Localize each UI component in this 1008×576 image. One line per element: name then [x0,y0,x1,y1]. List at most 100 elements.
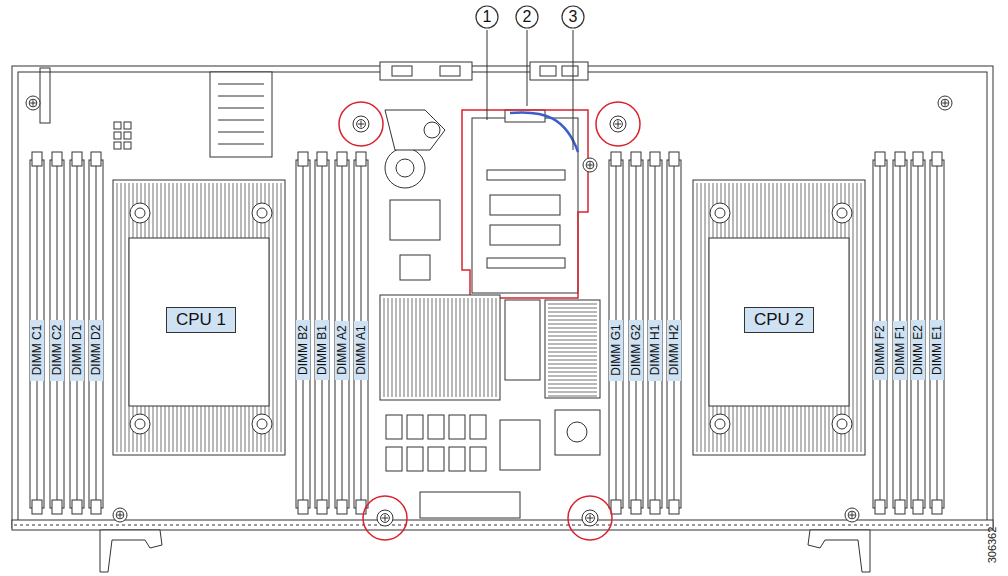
component-line [218,108,264,109]
dimm-clip [32,500,42,514]
label-text: DIMM B1 [316,325,329,375]
memory-chip [470,447,486,471]
fan-hub [385,148,425,188]
screw [610,116,626,132]
dimm-clip [298,152,308,166]
dimm-clip [895,152,905,166]
dimm-clip [631,152,641,166]
memory-chip [386,447,402,471]
heatsink-screw-head [837,208,847,218]
dimm-clip [611,500,621,514]
label-text: DIMM C1 [31,325,44,376]
heatsink-fin [853,183,854,452]
callout-ring [476,6,498,28]
heatsink-screw [252,414,272,434]
component-line [218,84,264,85]
dimm-label: DIMM D2 [89,320,103,381]
highlight-circle [596,102,640,146]
heatsink-screw [710,203,730,223]
dimm-slot [30,160,44,508]
label-text: DIMM G1 [610,324,623,375]
heatsink-fin [548,340,597,341]
dimm-label: DIMM A2 [335,321,349,380]
label-text: DIMM H2 [668,325,681,376]
memory-chip [407,415,423,439]
component-line [218,96,264,97]
heatsink-fin [472,298,473,397]
heatsink-fin [444,298,445,397]
label-text: 3 [569,8,578,26]
dimm-slot [89,160,103,508]
leader-line [487,30,488,120]
label-text: 1 [483,8,492,26]
dimm-clip [631,500,641,514]
heatsink-fin [548,376,597,377]
dimm-label: DIMM D1 [70,320,84,381]
dimm-clip [32,152,42,166]
label-text: CPU 2 [754,310,804,329]
highlight-circle [363,496,407,540]
heatsink-fin [408,298,409,397]
heatsink-fin [281,183,282,452]
dimm-clip [317,500,327,514]
screw-slot [590,515,591,521]
heatsink-screw-head [715,208,725,218]
dimm-label: DIMM G1 [609,320,623,381]
dimm-clip [91,152,101,166]
board-drawing [12,30,993,572]
label-text: CPU 1 [176,310,226,329]
card-label [487,170,565,180]
heatsink-fin [548,304,597,305]
screw-head [357,120,366,129]
heatsink-fin [548,396,597,397]
dimm-slot [50,160,64,508]
heatsink-fin [548,356,597,357]
ejector-lever [100,530,162,572]
heatsink-fin [476,298,477,397]
screw-head [29,99,37,107]
component-line [218,144,264,145]
screw-slot [852,512,853,518]
dimm-label: DIMM E2 [911,320,925,380]
pin-header [114,122,121,129]
heatsink-fin [697,183,698,452]
heatsink-fin [701,183,702,452]
label-text: DIMM C2 [51,325,64,376]
front-rail [12,520,993,530]
callout-ring [516,6,538,28]
heatsink-body [129,238,269,406]
board-outline [12,66,993,528]
heatsink-fin [388,298,389,397]
dimm-label: DIMM F2 [873,321,887,380]
dimm-slot [667,160,681,508]
heatsink-fin [392,298,393,397]
dimm-slot [648,160,662,508]
heatsink-fin [548,380,597,381]
heatsink-fin [548,316,597,317]
top-connector [380,62,472,80]
heatsink-fin [273,183,274,452]
screw-slot [33,100,34,106]
component [567,422,587,442]
heatsink-fin [404,298,405,397]
heatsink-fin [460,298,461,397]
heatsink-fin [384,298,385,397]
heatsink-fin [121,183,122,452]
board-inner-edge [18,72,987,522]
heatsink-screw [832,414,852,434]
callout-number: 3 [561,5,585,29]
dimm-clip [932,152,942,166]
dimm-clip [932,500,942,514]
dimm-clip [913,500,923,514]
memory-chip [386,415,402,439]
heatsink-fin [432,298,433,397]
dimm-slot [296,160,310,508]
callout-ring [562,6,584,28]
heatsink-fin [548,368,597,369]
dimm-slot [354,160,368,508]
dimm-clip [298,500,308,514]
pin-header [124,142,131,149]
heatsink-screw-head [257,419,267,429]
heatsink-fin [548,392,597,393]
